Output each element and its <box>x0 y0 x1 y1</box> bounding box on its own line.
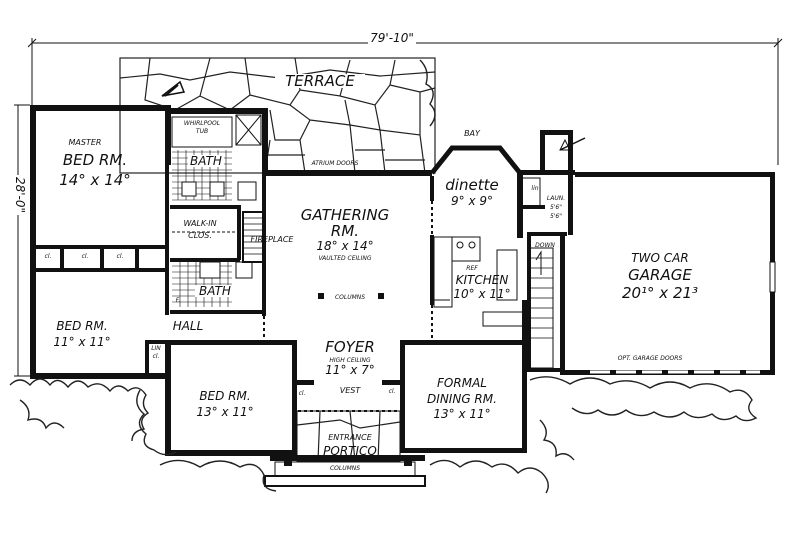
whirlpool-label-1: WHIRLPOOL <box>184 120 220 127</box>
dinette-label: dinette <box>445 176 498 194</box>
entrance-label-1: ENTRANCE <box>328 433 373 442</box>
walkin-label-2: CLOS. <box>188 231 212 240</box>
dining-size: 13° x 11° <box>433 407 490 421</box>
gathering-size: 18° x 14° <box>316 239 373 253</box>
closet-label-2: cl. <box>82 253 89 260</box>
lin-closet-label-1: LIN <box>151 345 161 352</box>
kitchen-size: 10° x 11° <box>453 287 510 301</box>
stairs <box>528 247 554 369</box>
foyer-note: HIGH CEILING <box>329 357 371 364</box>
atrium-doors-label: ATRIUM DOORS <box>311 160 359 167</box>
laundry-size-1: 5'6" <box>550 204 562 211</box>
landscaping <box>9 59 758 494</box>
entrance-label-2: PORTICO <box>323 444 377 458</box>
lin-closet-label-2: cl. <box>153 353 160 360</box>
gathering-note: VAULTED CEILING <box>318 255 371 262</box>
closet-label-4: cl. <box>299 390 306 397</box>
lin-label: lin <box>531 185 538 192</box>
closet-label-3: cl. <box>117 253 124 260</box>
dining-label-1: FORMAL <box>437 376 487 390</box>
master-size: 14° x 14° <box>59 171 131 189</box>
closet-label-5: cl. <box>389 388 396 395</box>
columns-inner <box>318 293 384 299</box>
garage-doors-label: OPT. GARAGE DOORS <box>618 355 683 362</box>
depth-label: 28'-0" <box>13 177 27 213</box>
columns-inner-label: COLUMNS <box>335 294 365 301</box>
laundry-size-2: 5'6" <box>550 213 562 220</box>
dinette-size: 9° x 9° <box>451 194 493 208</box>
bed3-size: 13° x 11° <box>196 405 253 419</box>
gathering-label-1: GATHERING <box>301 206 389 224</box>
bath2-label: BATH <box>199 284 231 298</box>
garage-label-2: GARAGE <box>628 266 692 284</box>
columns-outer-label: COLUMNS <box>330 465 360 472</box>
entrance-portico <box>264 410 426 487</box>
fireplace-label: FIREPLACE <box>251 235 295 244</box>
foyer-label: FOYER <box>325 338 375 356</box>
whirlpool-label-2: TUB <box>196 128 208 135</box>
bay-label: BAY <box>464 129 481 138</box>
walls <box>30 105 775 456</box>
kitchen-fixtures <box>433 236 524 327</box>
hall-label: HALL <box>173 319 204 333</box>
walkin-label-1: WALK-IN <box>183 219 216 228</box>
dimension-depth: 28'-0" <box>8 104 30 377</box>
garage-size: 20¹° x 21³ <box>622 284 698 302</box>
bath-fixtures <box>171 114 262 307</box>
kitchen-label: KITCHEN <box>456 273 509 287</box>
linen-label: F. <box>176 297 181 304</box>
garage-label-1: TWO CAR <box>631 251 688 265</box>
garage-doors <box>590 261 776 374</box>
bed2-label: BED RM. <box>56 319 107 333</box>
bed2-size: 11° x 11° <box>53 335 110 349</box>
terrace-label: TERRACE <box>285 72 355 90</box>
laundry-label: LAUN. <box>547 195 565 202</box>
gathering-label-2: RM. <box>331 222 359 240</box>
dimension-width: 79'-10" <box>27 31 783 165</box>
width-label: 79'-10" <box>370 31 414 45</box>
master-label-1: MASTER <box>69 138 102 147</box>
bed3-label: BED RM. <box>199 389 250 403</box>
bath1-label: BATH <box>190 154 222 168</box>
foyer-size: 11° x 7° <box>325 363 375 377</box>
fireplace <box>242 211 264 263</box>
laundry-fixtures <box>521 137 586 207</box>
vest-label: VEST <box>340 386 362 395</box>
room-labels: MASTER BED RM. 14° x 14° WHIRLPOOL TUB B… <box>45 120 699 472</box>
master-label-2: BED RM. <box>63 151 127 169</box>
ref-label: REF <box>466 265 478 272</box>
dining-label-2: DINING RM. <box>427 392 497 406</box>
closet-label-1: cl. <box>45 253 52 260</box>
down-label: DOWN <box>535 242 555 249</box>
